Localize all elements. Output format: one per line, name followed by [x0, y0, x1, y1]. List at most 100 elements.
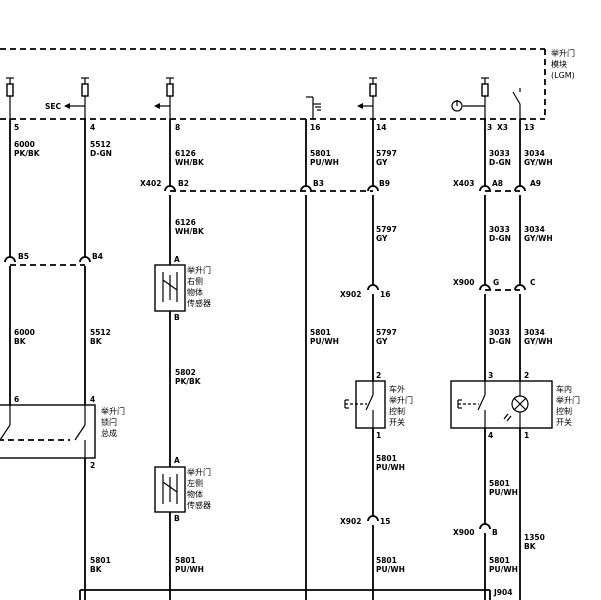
svg-text:PK/BK: PK/BK: [175, 377, 202, 386]
module-internal-symbols: [6, 77, 521, 119]
svg-text:5802: 5802: [175, 368, 196, 377]
svg-text:3033: 3033: [489, 149, 510, 158]
wire-labels-lower: 6000 BK 5512 BK 5801 PU/WH 5797 GY 3033 …: [14, 328, 553, 386]
svg-text:15: 15: [380, 517, 390, 526]
svg-text:传感器: 传感器: [187, 500, 211, 510]
svg-text:PU/WH: PU/WH: [376, 565, 405, 574]
svg-text:2: 2: [524, 371, 529, 380]
svg-text:PU/WH: PU/WH: [310, 158, 339, 167]
svg-text:B4: B4: [92, 252, 103, 261]
svg-text:D-GN: D-GN: [90, 149, 112, 158]
svg-text:A: A: [174, 255, 180, 264]
svg-text:5801: 5801: [310, 328, 331, 337]
sec-label: SEC: [45, 102, 62, 111]
svg-text:X402: X402: [140, 179, 161, 188]
svg-text:举升门: 举升门: [187, 265, 211, 275]
svg-text:PU/WH: PU/WH: [489, 565, 518, 574]
svg-text:B9: B9: [379, 179, 390, 188]
left-object-sensor: A B 举升门 左侧 物体 传感器: [154, 456, 211, 523]
svg-text:16: 16: [310, 123, 320, 132]
svg-text:13: 13: [524, 123, 534, 132]
svg-text:PK/BK: PK/BK: [14, 149, 41, 158]
svg-text:X900: X900: [453, 528, 474, 537]
svg-text:控制: 控制: [556, 406, 572, 416]
svg-text:6: 6: [14, 395, 19, 404]
svg-text:5801: 5801: [310, 149, 331, 158]
splice-j904: [79, 589, 491, 600]
svg-text:1: 1: [524, 431, 529, 440]
svg-text:3: 3: [487, 123, 492, 132]
svg-text:举升门: 举升门: [389, 395, 413, 405]
svg-text:PU/WH: PU/WH: [175, 565, 204, 574]
svg-text:GY/WH: GY/WH: [524, 234, 553, 243]
svg-text:4: 4: [90, 395, 95, 404]
svg-text:J904: J904: [493, 588, 512, 597]
svg-text:BK: BK: [90, 337, 103, 346]
svg-text:GY: GY: [376, 337, 388, 346]
svg-text:B5: B5: [18, 252, 29, 261]
svg-text:3034: 3034: [524, 149, 545, 158]
svg-text:14: 14: [376, 123, 386, 132]
wire-lines: [9, 119, 521, 600]
svg-text:X902: X902: [340, 290, 361, 299]
svg-text:3034: 3034: [524, 225, 545, 234]
svg-text:开关: 开关: [556, 417, 572, 427]
svg-text:2: 2: [376, 371, 381, 380]
svg-text:1350: 1350: [524, 533, 545, 542]
svg-text:5801: 5801: [90, 556, 111, 565]
svg-text:举升门: 举升门: [551, 48, 575, 58]
svg-text:PU/WH: PU/WH: [376, 463, 405, 472]
module-border: [0, 48, 546, 120]
svg-text:5801: 5801: [376, 454, 397, 463]
svg-text:X403: X403: [453, 179, 474, 188]
svg-text:2: 2: [90, 461, 95, 470]
svg-text:车内: 车内: [556, 384, 572, 394]
svg-text:左侧: 左侧: [187, 478, 203, 488]
inside-control-switch: 3 2 4 1 车内 举升门 控制 开关: [450, 371, 580, 440]
module-pin-labels: 5 4 8 16 14 3 X3 13: [14, 123, 534, 132]
svg-text:5512: 5512: [90, 328, 111, 337]
svg-text:B2: B2: [178, 179, 189, 188]
svg-text:(LGM): (LGM): [551, 71, 575, 80]
svg-text:WH/BK: WH/BK: [175, 158, 205, 167]
svg-text:4: 4: [90, 123, 95, 132]
svg-text:1: 1: [376, 431, 381, 440]
wire-labels-mid: 6126 WH/BK 5797 GY 3033 D-GN 3034 GY/WH: [175, 218, 553, 243]
svg-text:GY: GY: [376, 158, 388, 167]
svg-text:右侧: 右侧: [187, 276, 203, 286]
svg-text:5: 5: [14, 123, 19, 132]
latch-assembly: 6 4 2 举升门 锁闩 总成: [0, 395, 125, 470]
connector-labels: X402 B2 B3 B9 X403 A8 A9 B5 B4 X900 G C …: [18, 179, 541, 597]
svg-text:5512: 5512: [90, 140, 111, 149]
svg-text:传感器: 传感器: [187, 298, 211, 308]
connector-shells: [10, 190, 520, 291]
svg-text:B: B: [174, 514, 180, 523]
svg-text:A8: A8: [492, 179, 503, 188]
svg-text:B3: B3: [313, 179, 324, 188]
svg-text:16: 16: [380, 290, 390, 299]
svg-text:8: 8: [175, 123, 180, 132]
module-label: 举升门 模块 (LGM): [551, 48, 575, 80]
svg-text:5797: 5797: [376, 328, 397, 337]
svg-text:5797: 5797: [376, 149, 397, 158]
svg-text:D-GN: D-GN: [489, 158, 511, 167]
svg-text:3: 3: [488, 371, 493, 380]
right-object-sensor: A B 举升门 右侧 物体 传感器: [154, 255, 211, 322]
svg-text:锁闩: 锁闩: [101, 417, 117, 427]
svg-text:5801: 5801: [489, 479, 510, 488]
svg-text:X900: X900: [453, 278, 474, 287]
svg-text:GY: GY: [376, 234, 388, 243]
svg-text:举升门: 举升门: [556, 395, 580, 405]
svg-text:开关: 开关: [389, 417, 405, 427]
svg-text:PU/WH: PU/WH: [489, 488, 518, 497]
svg-text:BK: BK: [524, 542, 537, 551]
svg-text:3034: 3034: [524, 328, 545, 337]
svg-text:5801: 5801: [376, 556, 397, 565]
svg-text:SEC: SEC: [45, 102, 62, 111]
svg-text:D-GN: D-GN: [489, 337, 511, 346]
svg-text:3033: 3033: [489, 225, 510, 234]
wire-labels-bottom: 5801 BK 5801 PU/WH 5801 PU/WH 5801 PU/WH…: [90, 454, 545, 574]
svg-text:C: C: [530, 278, 536, 287]
svg-text:4: 4: [488, 431, 493, 440]
